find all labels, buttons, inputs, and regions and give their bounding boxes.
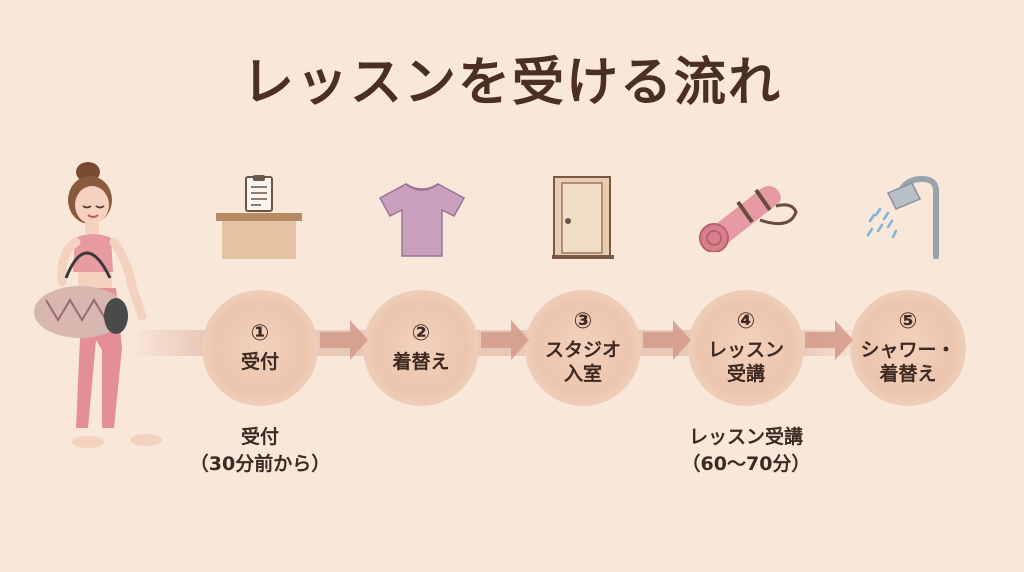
- step-2-label: 着替え: [392, 351, 450, 373]
- step-3-number: ③: [573, 309, 593, 334]
- step-5: ⑤ シャワー・ 着替え: [850, 290, 966, 406]
- step-5-label: シャワー・ 着替え: [860, 339, 956, 385]
- note-reception: 受付 （30分前から）: [189, 426, 331, 475]
- step-4-label: レッスン 受講: [707, 339, 784, 385]
- step-5-number: ⑤: [898, 309, 918, 334]
- arrow-4-to-5-icon: [805, 320, 853, 360]
- step-1-label: 受付: [240, 351, 279, 373]
- yoga-mat-icon: [699, 185, 798, 252]
- arrow-2-to-3-icon: [481, 320, 529, 360]
- shower-icon: [866, 175, 939, 259]
- person-with-bag-icon: [34, 162, 162, 448]
- note-lesson-duration: レッスン受講 （60〜70分）: [681, 426, 811, 475]
- step-2: ② 着替え: [363, 290, 479, 406]
- reception-desk-clipboard-icon: [216, 175, 302, 259]
- step-2-number: ②: [411, 321, 431, 346]
- step-1-number: ①: [250, 321, 270, 346]
- arrow-3-to-4-icon: [643, 320, 691, 360]
- page-title: レッスンを受ける流れ: [241, 53, 782, 113]
- arrow-1-to-2-icon: [320, 320, 368, 360]
- step-1: ① 受付: [202, 290, 318, 406]
- step-3-label: スタジオ 入室: [544, 339, 621, 385]
- t-shirt-icon: [378, 183, 466, 257]
- door-icon: [552, 176, 614, 259]
- step-4: ④ レッスン 受講: [688, 290, 804, 406]
- step-3: ③ スタジオ 入室: [525, 290, 641, 406]
- step-4-number: ④: [736, 309, 756, 334]
